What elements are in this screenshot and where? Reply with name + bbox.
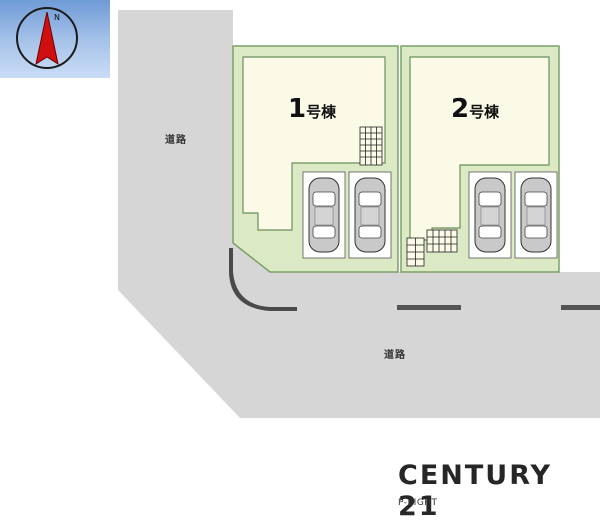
north-arrow-icon: N [16,7,78,69]
car-icon-3 [474,177,506,253]
lot-2-stairs [406,229,458,267]
road-south [118,243,600,418]
lot-2-number: 2 [451,94,470,124]
brand-logo-text: CENTURY 21 [398,460,553,522]
car-icon-2 [354,177,386,253]
lot-2-suffix: 号棟 [469,103,500,121]
lot-1-label: 1号棟 [288,94,336,124]
compass-badge: N [0,0,110,78]
lot-1-number: 1 [288,94,307,124]
road-label-south: 道路 [384,350,406,361]
lot-1-stairs [359,126,383,166]
compass-north-letter: N [54,13,60,22]
road-west [118,10,233,243]
lot-1-suffix: 号棟 [306,103,337,121]
car-icon-1 [308,177,340,253]
lot-2-label: 2号棟 [451,94,499,124]
brand-subtitle: P-EIGHT [398,498,438,508]
car-icon-4 [520,177,552,253]
road-label-west: 道路 [165,135,187,146]
road-markings [229,248,600,311]
